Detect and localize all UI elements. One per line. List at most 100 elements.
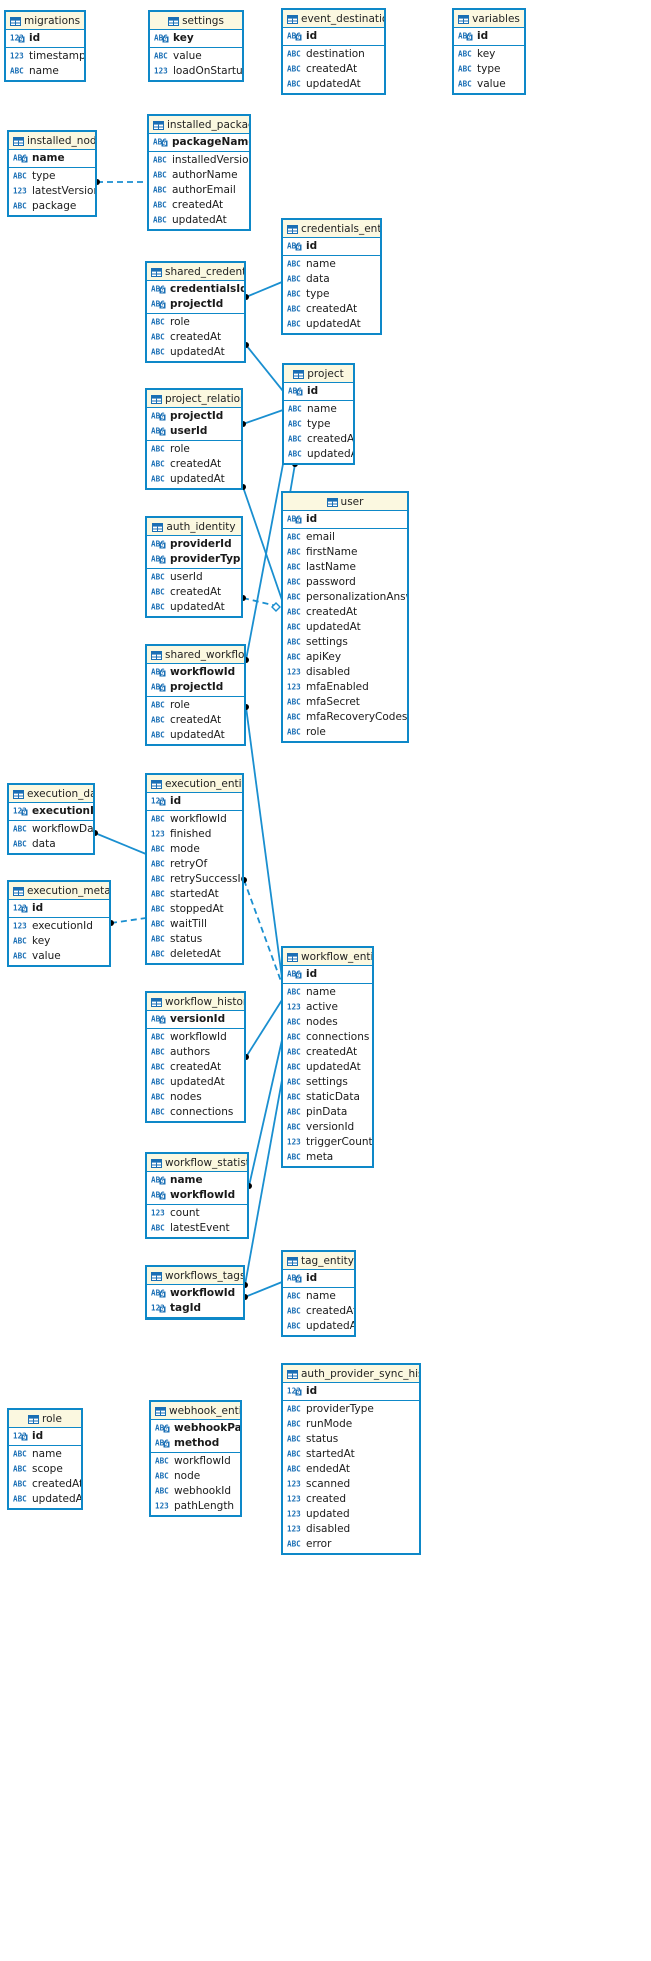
entity-auth_provider_sync_history[interactable]: auth_provider_sync_history1239idABCprovi… (281, 1363, 421, 1555)
entity-execution_metadata[interactable]: execution_metadata1239id123executionIdAB… (7, 880, 111, 967)
entity-project[interactable]: projectABC9idABCnameABCtypeABCcreatedAtA… (282, 363, 355, 465)
column-personalizationAnswers[interactable]: ABCpersonalizationAnswers (283, 590, 407, 605)
entity-workflow_statistics[interactable]: workflow_statisticsABC9nameABC9workflowI… (145, 1152, 249, 1239)
column-workflowData[interactable]: ABCworkflowData (9, 822, 93, 837)
entity-workflow_entity[interactable]: workflow_entityABC9idABCname123activeABC… (281, 946, 374, 1168)
entity-event_destinations[interactable]: event_destinationsABC9idABCdestinationAB… (281, 8, 386, 95)
entity-execution_data[interactable]: execution_data1239executionIdABCworkflow… (7, 783, 95, 855)
entity-installed_nodes[interactable]: installed_nodesABC9nameABCtype123latestV… (7, 130, 97, 217)
column-executionId[interactable]: 1239executionId (9, 804, 93, 819)
entity-webhook_entity[interactable]: webhook_entityABC9webhookPathABC9methodA… (149, 1400, 242, 1517)
column-webhookPath[interactable]: ABC9webhookPath (151, 1421, 240, 1436)
entity-installed_packages[interactable]: installed_packagesABC9packageNameABCinst… (147, 114, 251, 231)
